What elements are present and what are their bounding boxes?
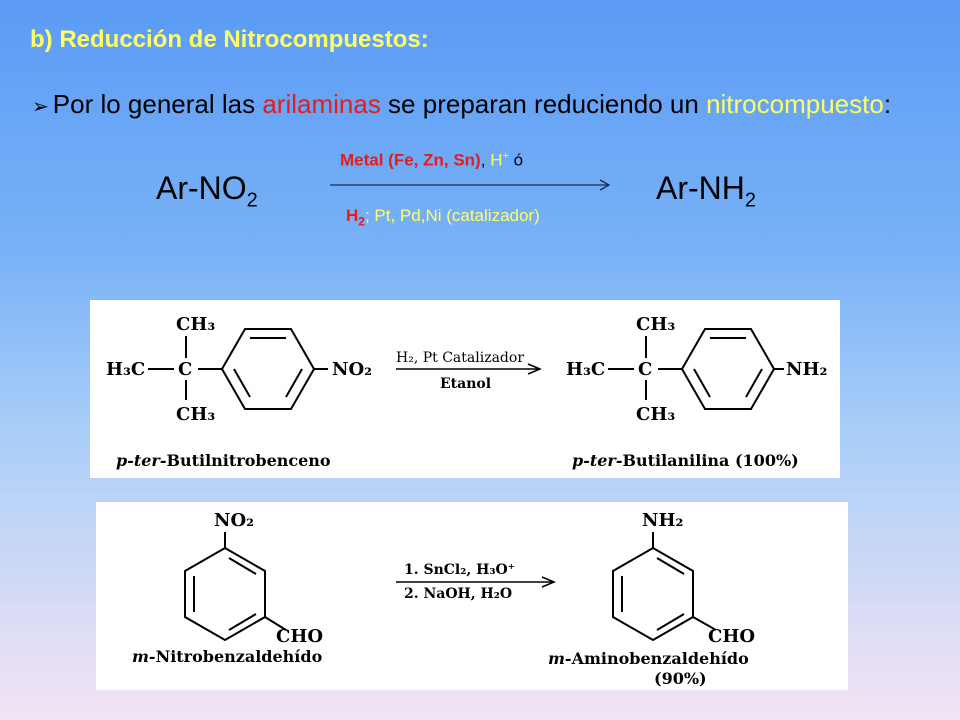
product-name-1: p-ter-Butilanilina (100%) (572, 451, 799, 470)
quaternary-c-label-product: C (638, 359, 652, 380)
reactant-name-1: p-ter-Butilnitrobenceno (116, 451, 331, 470)
no2-label-meta: NO₂ (214, 510, 254, 531)
ch3-bottom-label: CH₃ (176, 404, 215, 425)
benzene-ring-icon (220, 328, 316, 410)
product-name-2: m-Aminobenzaldehído (548, 649, 749, 668)
slide-title: b) Reducción de Nitrocompuestos: (30, 26, 429, 53)
keyword-arilaminas: arilaminas (262, 89, 381, 119)
para-text-1: Por lo general las (52, 89, 263, 119)
reaction2-condition-1: 1. SnCl₂, H₃O⁺ (404, 562, 515, 578)
para-text-2: se preparan reduciendo un (380, 89, 707, 119)
product-yield-2: (90%) (654, 669, 707, 688)
h3c-label-product: H₃C (566, 359, 605, 380)
benzene-ring-icon (612, 546, 694, 642)
no2-label: NO₂ (332, 359, 372, 380)
nh2-label-meta: NH₂ (642, 510, 683, 531)
keyword-nitrocompuesto: nitrocompuesto (706, 89, 884, 119)
reactant-name-2: m-Nitrobenzaldehído (132, 647, 323, 666)
benzene-ring-icon (184, 546, 266, 642)
reaction-panel-benzaldehyde: NO₂ CHO 1. SnCl₂, H₃O⁺ 2. NaOH, H₂O NH₂ (96, 502, 848, 690)
reaction2-condition-2: 2. NaOH, H₂O (404, 586, 512, 602)
cho-label: CHO (276, 626, 323, 647)
quaternary-c-label: C (178, 359, 192, 380)
nh2-label: NH₂ (786, 359, 827, 380)
ch3-top-label-product: CH₃ (636, 314, 675, 335)
ch3-bottom-label-product: CH₃ (636, 404, 675, 425)
general-reactant: Ar-NO2 (156, 170, 258, 212)
h3c-label: H₃C (106, 359, 145, 380)
general-condition-top: Metal (Fe, Zn, Sn), H+ ó (340, 150, 524, 170)
bullet-arrow-icon: ➢ (32, 96, 49, 118)
benzene-ring-icon (680, 328, 776, 410)
general-condition-bottom: H2; Pt, Pd,Ni (catalizador) (346, 206, 540, 229)
para-colon: : (883, 89, 892, 119)
reaction1-condition-top: H₂, Pt Catalizador (396, 350, 524, 366)
reaction-panel-butyl: CH₃ H₃C C CH₃ NO₂ H₂, Pt Catalizador Eta… (90, 300, 840, 478)
cho-label-product: CHO (708, 626, 755, 647)
general-reaction-arrow (330, 179, 611, 191)
intro-paragraph: ➢Por lo general las arilaminas se prepar… (32, 86, 910, 125)
reaction1-condition-bottom: Etanol (440, 376, 491, 392)
ch3-top-label: CH₃ (176, 314, 215, 335)
general-product: Ar-NH2 (656, 170, 756, 212)
